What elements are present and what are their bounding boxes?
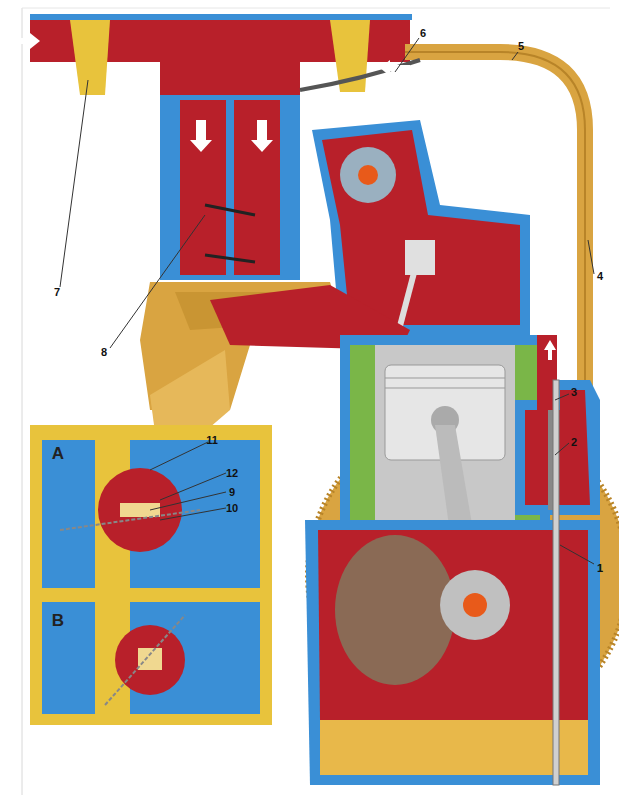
callout-number: 12 (226, 468, 238, 479)
callout-number: 7 (54, 287, 60, 298)
callout-number: 10 (226, 503, 238, 514)
panel-letter: B (52, 612, 64, 629)
callout-number: 2 (571, 437, 577, 448)
callout-number: 3 (571, 387, 577, 398)
callout-number: 8 (101, 347, 107, 358)
panel-letter: A (52, 445, 64, 462)
callout-number: 1 (597, 563, 603, 574)
callout-number: 5 (518, 41, 524, 52)
callout-number: 9 (229, 487, 235, 498)
callout-number: 6 (420, 28, 426, 39)
callout-number: 4 (597, 271, 603, 282)
callout-number: 11 (206, 435, 218, 446)
